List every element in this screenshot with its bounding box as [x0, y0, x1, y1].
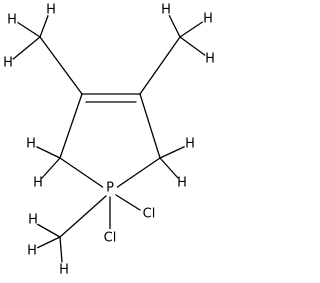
bond-ch-left-3: [39, 12, 50, 38]
atom-h-ch2-right-a: H: [185, 137, 195, 152]
atom-h-pmethyl-bottom: H: [59, 263, 69, 278]
bond-c4-c5: [139, 93, 161, 159]
bond-ch-right-2: [179, 20, 205, 38]
bond-c4-methyl: [139, 36, 181, 95]
atom-h-top-left: H: [46, 3, 56, 18]
atom-h-pmethyl-upper: H: [28, 213, 38, 228]
atom-h-left-methyl-lower: H: [3, 56, 13, 71]
atom-phosphorus: P: [106, 181, 114, 196]
atom-h-top-right: H: [161, 3, 171, 18]
bond-ch-left-1: [11, 36, 41, 61]
atom-labels: H H H H H H H H H H P Cl Cl H H H: [2, 3, 216, 278]
bond-c5-h-b: [159, 157, 179, 179]
bond-pme-h-3: [59, 236, 63, 263]
bond-c3-c2: [59, 93, 83, 159]
atom-h-upper-left: H: [7, 13, 17, 28]
atom-h-right-methyl-lower: H: [205, 52, 215, 67]
bonds: [11, 12, 207, 263]
bond-ch-right-1: [167, 12, 181, 38]
molecule-structure-diagram: H H H H H H H H H H P Cl Cl H H H: [2, 3, 216, 278]
bond-c3-methyl: [39, 36, 83, 95]
bond-p-cl-right: [115, 194, 141, 211]
bond-pme-h-1: [36, 223, 61, 238]
bond-ch-left-2: [16, 21, 41, 38]
atom-h-upper-right: H: [203, 12, 213, 27]
atom-h-ch2-left-b: H: [33, 176, 43, 191]
atom-h-ch2-left-a: H: [26, 137, 36, 152]
bond-c2-h-a: [34, 145, 61, 159]
atom-chlorine-down: Cl: [104, 231, 117, 246]
bond-c5-p: [115, 157, 161, 189]
bond-pme-h-2: [36, 236, 61, 249]
atom-chlorine-right: Cl: [143, 207, 156, 222]
bond-p-methyl: [59, 195, 107, 238]
bond-ch-right-3: [179, 36, 207, 57]
bond-c2-h-b: [41, 157, 61, 179]
bond-c2-p: [59, 157, 105, 189]
atom-h-ch2-right-b: H: [177, 176, 187, 191]
bond-c5-h-a: [159, 145, 187, 159]
atom-h-pmethyl-left: H: [27, 244, 37, 259]
